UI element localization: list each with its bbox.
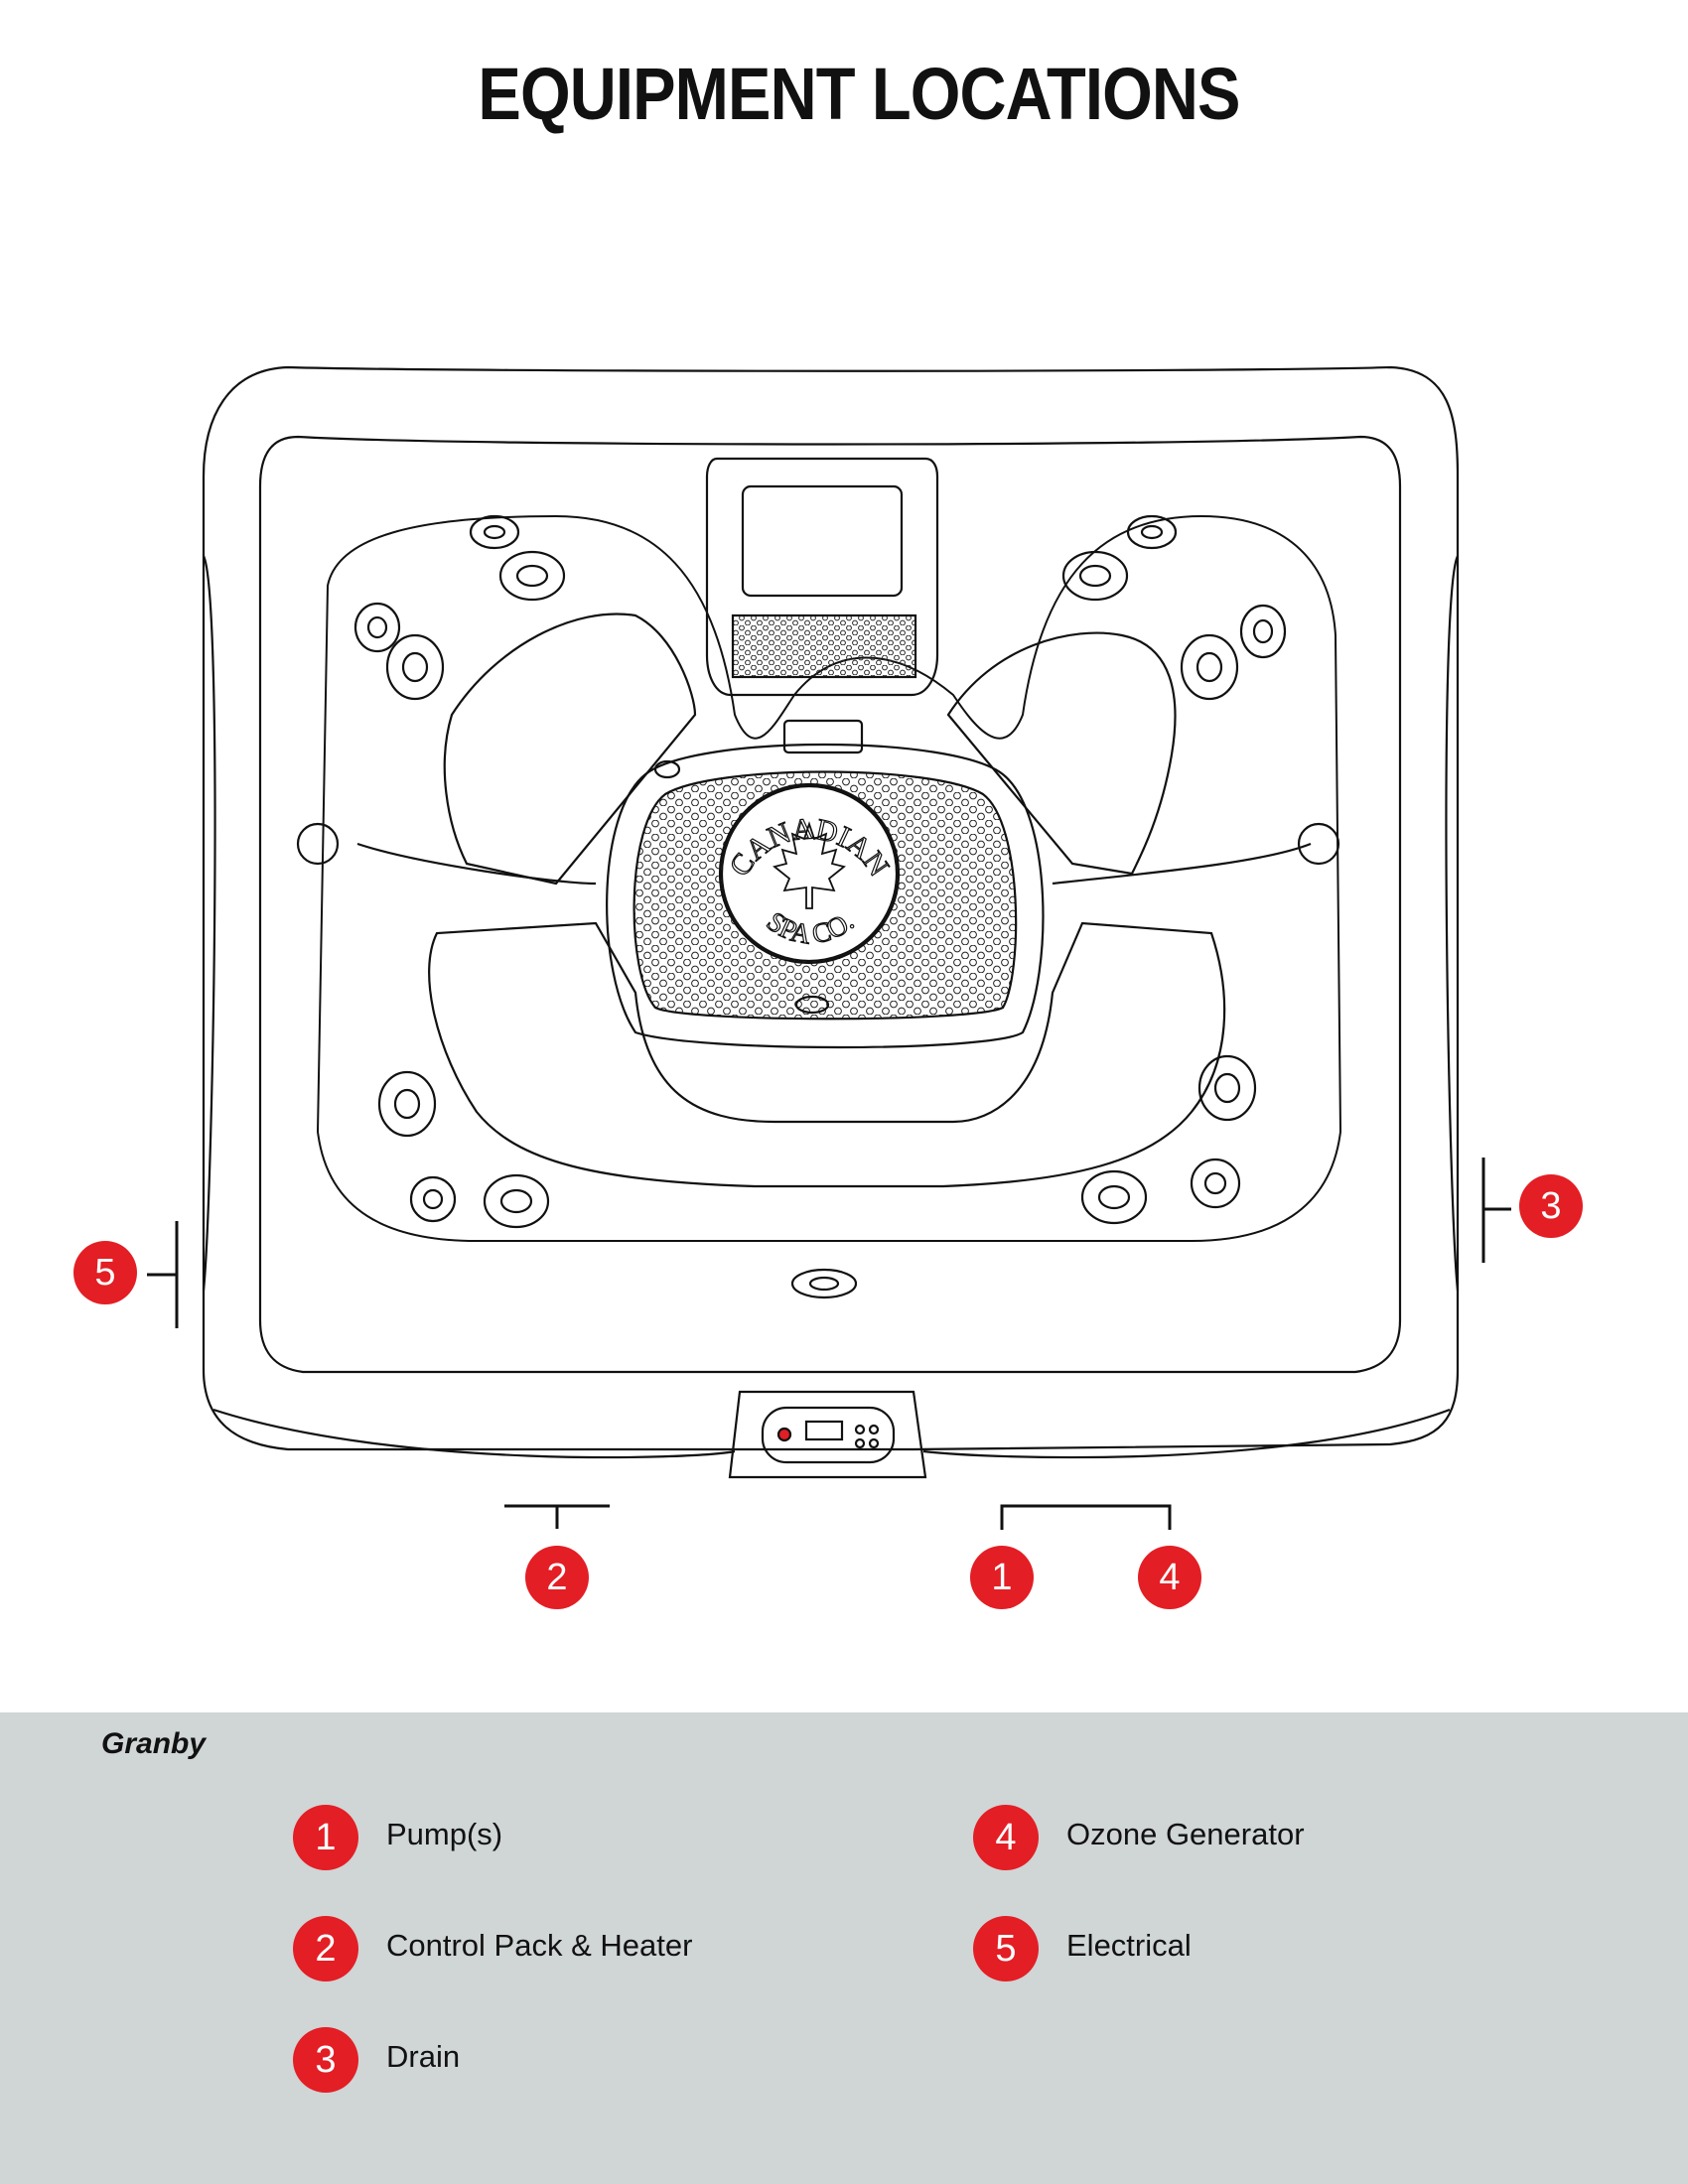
logo-medallion xyxy=(718,782,901,965)
right-pillow-handle xyxy=(1297,822,1340,866)
spa-top-lip xyxy=(258,435,1402,1374)
legend-badge-1: 1 xyxy=(293,1805,358,1870)
model-name: Granby xyxy=(101,1727,207,1760)
skimmer-housing xyxy=(705,457,939,697)
legend-badge-4: 4 xyxy=(973,1805,1039,1870)
spa-top-view-diagram: CANADIAN SPA CO. xyxy=(147,365,1511,1530)
control-panel-face xyxy=(761,1406,896,1464)
callout-line-5 xyxy=(147,1221,179,1328)
callout-line-1-4 xyxy=(1000,1504,1172,1530)
callout-badge-4: 4 xyxy=(1138,1546,1201,1609)
control-panel-housing xyxy=(728,1390,927,1479)
spa-left-lounger xyxy=(443,613,697,886)
legend-badge-5: 5 xyxy=(973,1916,1039,1981)
spa-cabinet-side-left xyxy=(202,555,216,1292)
maple-leaf-icon xyxy=(773,821,846,909)
footwell-outer xyxy=(606,743,1045,1049)
spa-right-divider xyxy=(1052,842,1312,886)
spa-left-divider xyxy=(356,842,597,886)
callout-badge-1: 1 xyxy=(970,1546,1034,1609)
jets-group xyxy=(353,514,1287,1299)
legend-label-drain: Drain xyxy=(386,2039,461,2074)
control-panel-button xyxy=(776,1427,792,1442)
callout-line-3 xyxy=(1481,1158,1511,1263)
callout-line-2 xyxy=(504,1504,610,1529)
spa-cabinet-side-right xyxy=(1445,555,1460,1292)
spa-outer-shell xyxy=(202,365,1460,1451)
page-title: EQUIPMENT LOCATIONS xyxy=(478,53,1240,135)
filter-lid-tab xyxy=(782,719,864,754)
spa-bench-loop xyxy=(428,921,1226,1188)
legend-label-ozone: Ozone Generator xyxy=(1066,1817,1305,1851)
legend-label-electrical: Electrical xyxy=(1066,1928,1192,1963)
legend-panel xyxy=(0,1712,1688,2184)
spa-cabinet-bottom-edge xyxy=(212,1408,1451,1459)
spa-seating-outline xyxy=(316,514,1342,1242)
callout-badge-2: 2 xyxy=(525,1546,589,1609)
footwell-drain xyxy=(794,995,830,1015)
left-pillow-handle xyxy=(296,822,340,866)
spa-right-lounger xyxy=(946,631,1177,876)
callout-badge-3: 3 xyxy=(1519,1174,1583,1238)
skimmer-weir xyxy=(741,484,904,598)
legend-badge-2: 2 xyxy=(293,1916,358,1981)
legend-label-control-pack: Control Pack & Heater xyxy=(386,1928,693,1963)
callout-badge-5: 5 xyxy=(73,1241,137,1304)
legend-badge-3: 3 xyxy=(293,2027,358,2093)
footwell-jet xyxy=(653,759,681,779)
skimmer-grill xyxy=(731,614,917,679)
control-panel-display xyxy=(804,1420,844,1441)
legend-label-pumps: Pump(s) xyxy=(386,1817,503,1851)
